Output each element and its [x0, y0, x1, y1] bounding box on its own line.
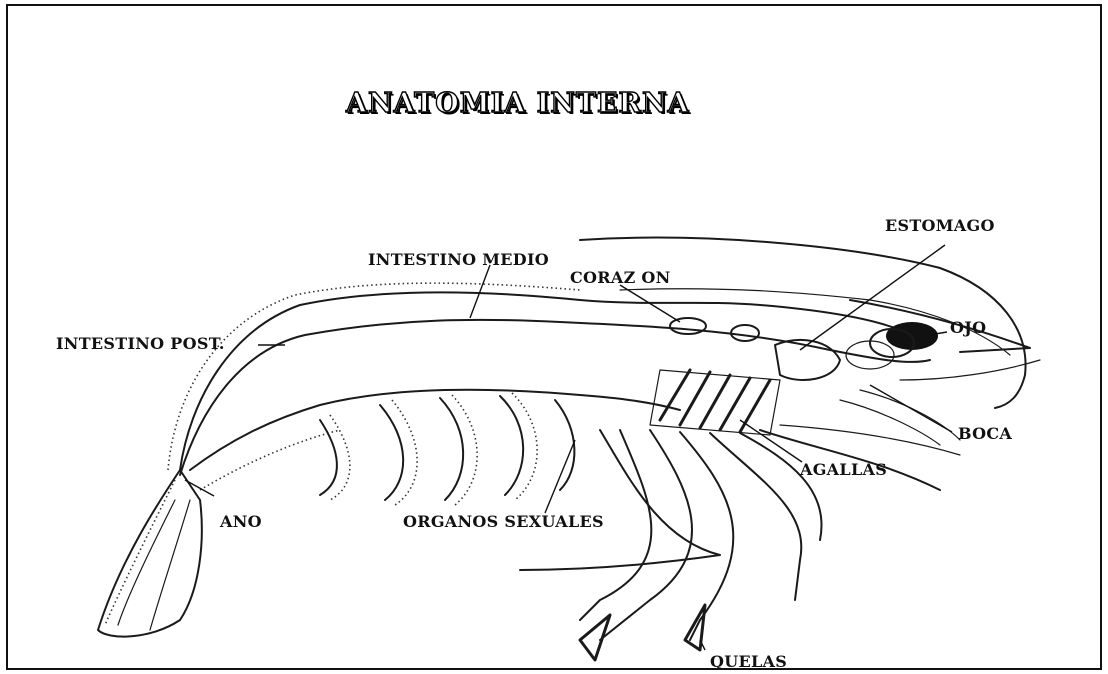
label-intestino-post: INTESTINO POST. — [56, 334, 225, 353]
claw-left — [580, 615, 610, 660]
walking-legs — [520, 425, 960, 640]
leader-boca — [870, 385, 952, 432]
diagram-title: ANATOMIA INTERNA — [346, 88, 690, 119]
leader-intestino-medio — [470, 265, 490, 318]
label-agallas: AGALLAS — [800, 460, 887, 479]
body-ventral — [190, 390, 680, 470]
swimmerets — [320, 393, 574, 505]
tail-fan — [98, 470, 202, 637]
label-ano: ANO — [220, 512, 262, 531]
label-corazon: CORAZ ON — [570, 268, 671, 287]
label-organos-sexuales: ORGANOS SEXUALES — [403, 512, 604, 531]
tail-fan-dots — [105, 480, 175, 625]
label-intestino-medio: INTESTINO MEDIO — [368, 250, 549, 269]
label-quelas: QUELAS — [710, 652, 787, 671]
tail-inner2 — [150, 500, 190, 630]
label-boca: BOCA — [958, 424, 1012, 443]
gills — [650, 370, 780, 435]
body-dorsal — [180, 292, 900, 470]
body-dorsal-dots — [168, 283, 580, 470]
leader-ano — [185, 480, 214, 496]
label-estomago: ESTOMAGO — [885, 216, 995, 235]
tail-inner — [118, 500, 175, 625]
body-ventral-dots — [200, 430, 340, 490]
label-ojo: OJO — [950, 318, 986, 337]
heart-2 — [731, 325, 759, 341]
antenna-1 — [900, 360, 1040, 380]
antenna-2 — [860, 390, 960, 440]
heart — [670, 318, 706, 334]
